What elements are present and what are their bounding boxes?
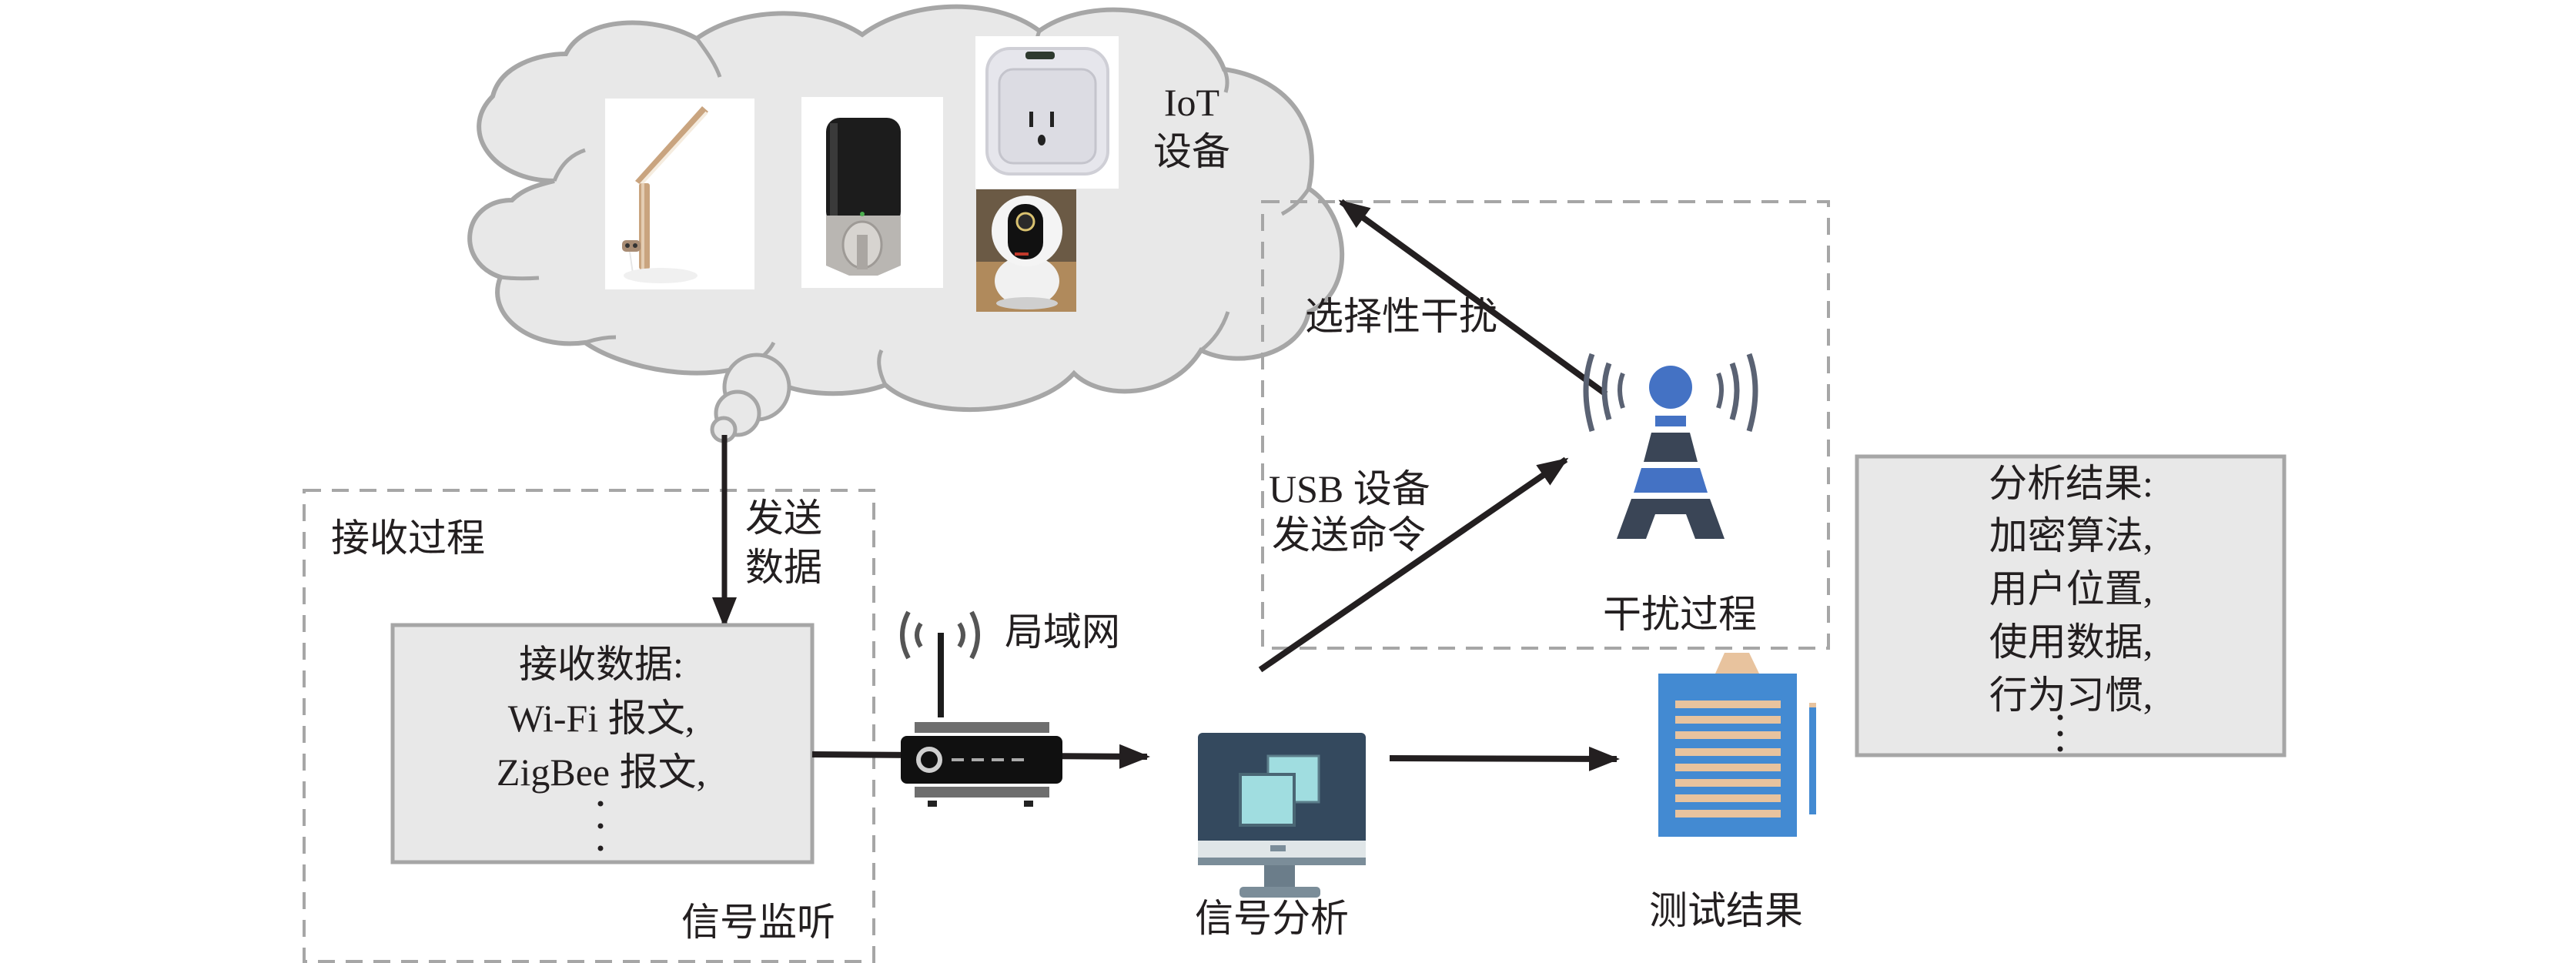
cloud-arc: [500, 275, 540, 281]
selective-interference-label: 选择性干扰: [1305, 295, 1497, 338]
analysis-result-heading: 分析结果:: [1989, 462, 2153, 505]
cloud-arc: [694, 37, 722, 78]
selective-interference-arrow: [1338, 199, 1608, 397]
interference-process-region: [1261, 200, 1830, 650]
analysis-result-line: 加密算法,: [1989, 514, 2153, 557]
cloud-arc: [552, 148, 586, 182]
cloud-arc: [877, 349, 888, 386]
cloud-arc: [1199, 311, 1230, 352]
cloud-arc: [1280, 187, 1311, 216]
received-data-heading: 接收数据:: [519, 643, 684, 686]
monitor-icon: [1198, 733, 1366, 898]
ellipsis-dot: [597, 845, 604, 851]
analysis-result-box: 分析结果: 加密算法, 用户位置, 使用数据, 行为习惯,: [1855, 454, 2287, 757]
received-data-line: ZigBee 报文,: [497, 751, 706, 794]
ellipsis-dot: [2057, 746, 2063, 752]
receive-process-title: 接收过程: [331, 517, 485, 560]
analysis-result-line: 用户位置,: [1989, 567, 2153, 610]
signal-listening-label: 信号监听: [681, 901, 835, 944]
ellipsis-dot: [2057, 714, 2063, 721]
receive-process-region: [303, 489, 875, 963]
signal-analysis-label: 信号分析: [1195, 897, 1349, 940]
usb-command-arrow: [1258, 456, 1569, 673]
send-data-label-line1: 发送: [745, 497, 822, 540]
analysis-result-line: 行为习惯,: [1989, 674, 2153, 717]
received-data-box: 接收数据: Wi-Fi 报文, ZigBee 报文,: [390, 623, 815, 864]
cloud-arc: [1222, 68, 1229, 93]
ellipsis-dot: [597, 823, 604, 829]
signal-tower-icon: [1583, 353, 1758, 539]
usb-command-label-line1: USB 设备: [1269, 467, 1430, 510]
analysis-result-line: 使用数据,: [1989, 620, 2153, 664]
usb-command-label-line2: 发送命令: [1272, 513, 1426, 557]
received-data-line: Wi-Fi 报文,: [508, 697, 694, 740]
iot-label-line2: 设备: [1153, 130, 1230, 173]
send-data-label-line2: 数据: [745, 546, 822, 589]
router-icon: [900, 610, 1062, 807]
ellipsis-dot: [597, 801, 604, 807]
smart-door-lock-image: [801, 97, 943, 288]
smart-desk-lamp-image: [605, 99, 754, 289]
iot-label-line1: IoT: [1164, 81, 1219, 124]
analysis-to-result-arrow: [1389, 746, 1620, 771]
cloud-arc: [584, 335, 617, 345]
clipboard-icon: [1658, 653, 1816, 837]
smart-camera-image: [976, 189, 1076, 312]
test-result-label: 测试结果: [1649, 889, 1803, 932]
ellipsis-dot: [2057, 731, 2063, 737]
lan-label: 局域网: [1005, 610, 1120, 654]
interference-process-title: 干扰过程: [1603, 593, 1757, 636]
iot-cloud: IoT 设备: [467, 4, 1345, 443]
smart-plug-image: [975, 36, 1119, 189]
